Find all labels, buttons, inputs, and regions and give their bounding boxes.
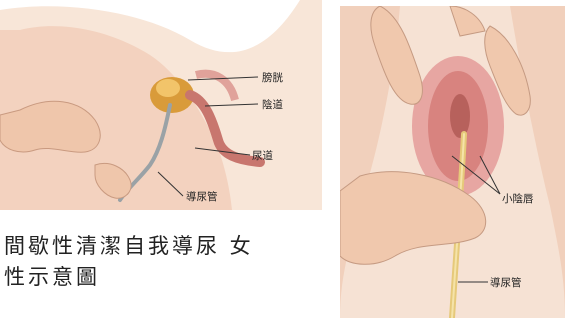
- label-vagina: 陰道: [262, 98, 283, 111]
- left-cross-section-illustration: 膀胱 陰道 尿道 導尿管: [0, 0, 322, 210]
- label-bladder: 膀胱: [262, 71, 283, 84]
- external-view-svg: 小陰唇 導尿管: [340, 6, 565, 318]
- caption-line-1: 間歇性清潔自我導尿 女: [4, 231, 324, 262]
- label-catheter-left: 導尿管: [186, 190, 218, 203]
- label-urethra: 尿道: [252, 149, 273, 162]
- bladder-highlight: [156, 79, 180, 97]
- right-external-view-illustration: 小陰唇 導尿管: [340, 6, 565, 318]
- label-labia-minora: 小陰唇: [502, 192, 534, 205]
- label-catheter-right: 導尿管: [490, 276, 522, 289]
- caption-line-2: 性示意圖: [4, 262, 324, 293]
- cross-section-svg: 膀胱 陰道 尿道 導尿管: [0, 0, 322, 210]
- caption: 間歇性清潔自我導尿 女 性示意圖: [4, 231, 324, 293]
- vestibule-shape: [450, 94, 470, 138]
